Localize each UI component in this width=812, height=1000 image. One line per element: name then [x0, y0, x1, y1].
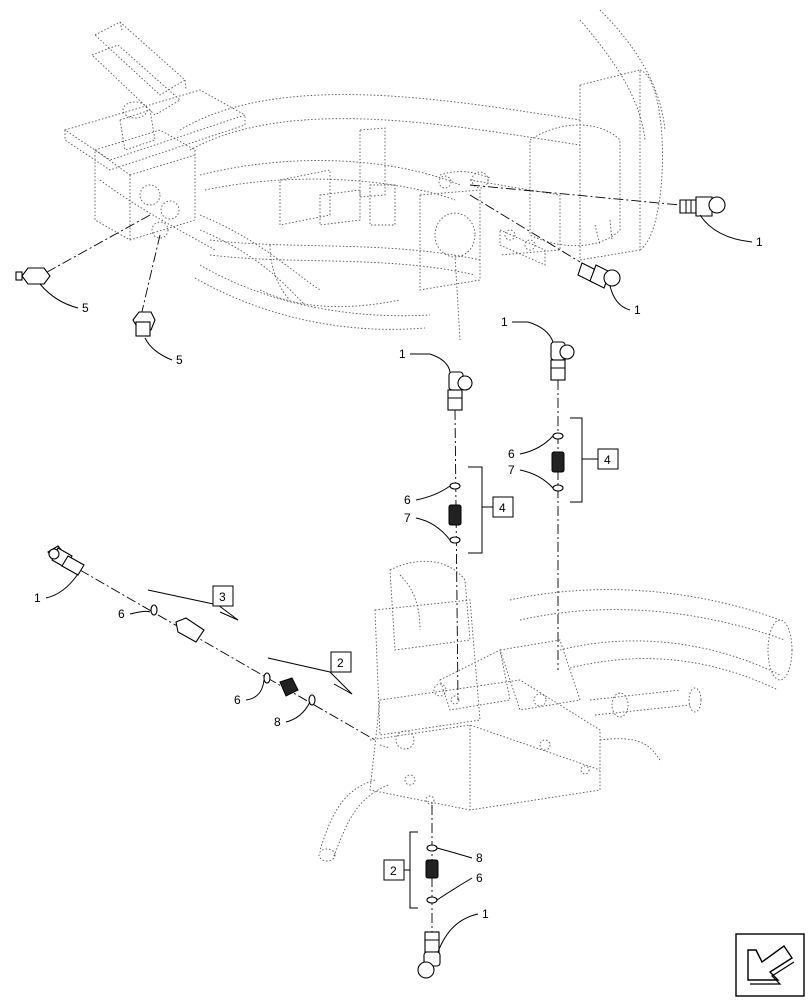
callout-label: 7	[404, 511, 411, 525]
callout-label: 6	[118, 607, 125, 621]
coupler-top-right	[679, 196, 726, 217]
adapter-left-2	[132, 311, 156, 337]
valve-bottom-assembly	[318, 560, 793, 862]
kit-parts-left	[448, 466, 493, 554]
callout-label: 6	[404, 493, 411, 507]
kit-label: 2	[337, 656, 344, 670]
callout-label: 1	[399, 347, 406, 361]
callout-label: 8	[476, 851, 483, 865]
callout-label: 1	[501, 315, 508, 329]
top-center-lines	[39, 184, 681, 321]
coupler-left	[47, 545, 85, 576]
callout-labels: 1 1 5 5 1 1 6 7 6 7 1 6 6 8 8 6 1	[34, 235, 763, 921]
callout-label: 5	[82, 301, 89, 315]
kit-3-parts	[147, 589, 239, 643]
callout-label: 1	[482, 907, 489, 921]
adapter-left-1	[15, 267, 51, 285]
callout-label: 1	[756, 235, 763, 249]
callout-label: 1	[34, 591, 41, 605]
swivel-fitting-bottom	[417, 931, 441, 979]
kit-2-side-parts	[263, 657, 353, 706]
callout-label: 6	[476, 871, 483, 885]
kit-label: 4	[604, 453, 611, 467]
leader-lines	[39, 214, 753, 953]
kit-label: 2	[390, 864, 397, 878]
callout-label: 8	[274, 715, 281, 729]
swivel-fitting-upper-right	[550, 341, 575, 381]
swivel-fitting-upper-left	[447, 371, 473, 411]
kit-label: 3	[219, 590, 226, 604]
kit-boxes: 4 4 3 2 2	[212, 448, 619, 881]
kit-label: 4	[499, 501, 506, 515]
kit-parts-right	[551, 417, 598, 503]
callout-label: 1	[634, 303, 641, 317]
kit-2-bottom-parts	[404, 831, 439, 909]
bottom-center-lines	[79, 380, 559, 935]
callout-label: 6	[508, 447, 515, 461]
callout-label: 6	[234, 693, 241, 707]
tractor-top-assembly	[63, 9, 666, 341]
callout-label: 7	[508, 463, 515, 477]
coupler-top-middle	[577, 262, 621, 289]
arrow-down-left-icon[interactable]	[735, 933, 805, 997]
callout-label: 5	[176, 353, 183, 367]
